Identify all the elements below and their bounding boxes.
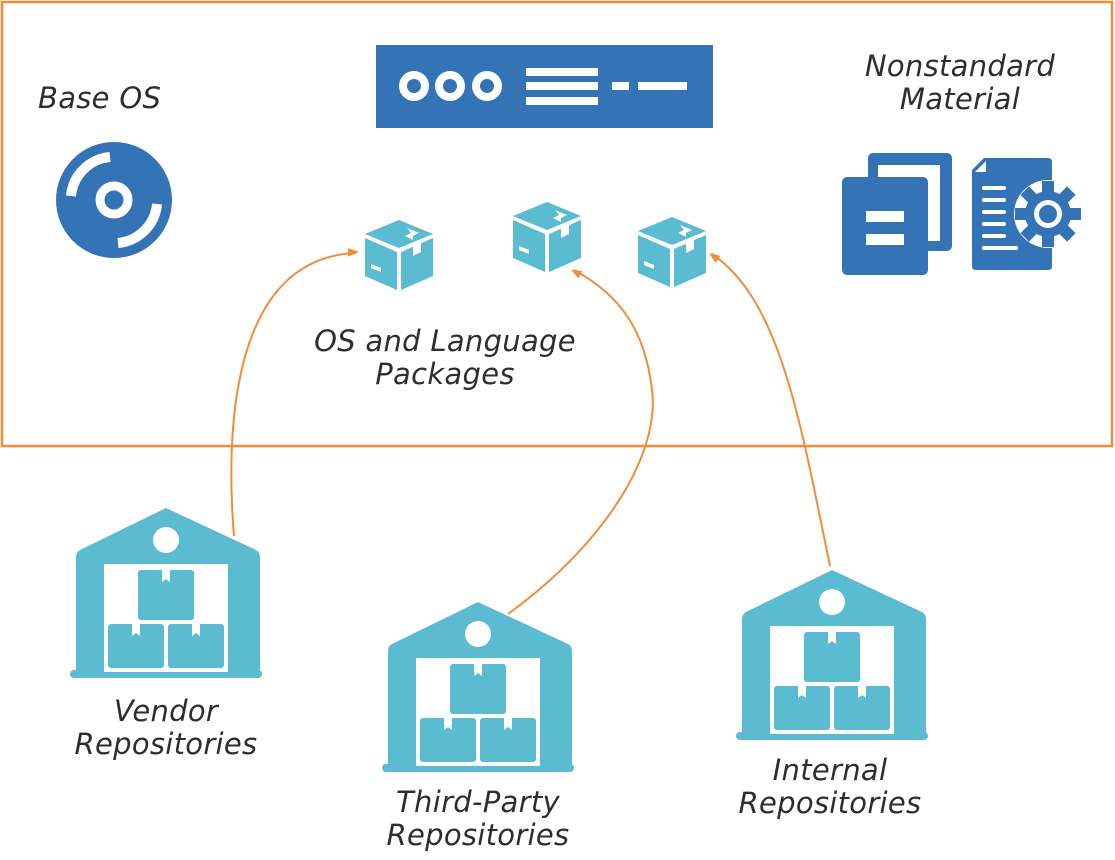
internal-repositories-label: Internal Repositories bbox=[720, 754, 940, 820]
nonstandard-label-line1: Nonstandard bbox=[864, 49, 1056, 83]
package-box-icon bbox=[365, 220, 433, 290]
arrow-vendor-to-package bbox=[230, 253, 356, 537]
nonstandard-label-line2: Material bbox=[899, 82, 1021, 116]
packages-label-line2: Packages bbox=[375, 357, 515, 391]
internal-label-line1: Internal bbox=[772, 753, 888, 787]
third-party-label-line2: Repositories bbox=[386, 818, 570, 852]
vendor-repositories-label: Vendor Repositories bbox=[56, 695, 276, 761]
internal-label-line2: Repositories bbox=[738, 786, 922, 820]
copy-documents-icon bbox=[842, 153, 952, 275]
package-box-icon bbox=[513, 202, 581, 272]
base-os-label: Base OS bbox=[38, 82, 168, 115]
disc-icon bbox=[56, 142, 172, 258]
third-party-label-line1: Third-Party bbox=[396, 785, 560, 819]
nonstandard-material-label: Nonstandard Material bbox=[845, 50, 1075, 116]
document-settings-icon bbox=[972, 158, 1082, 270]
warehouse-icon bbox=[736, 570, 928, 740]
packages-label-line1: OS and Language bbox=[314, 324, 576, 358]
vendor-label-line1: Vendor bbox=[113, 694, 219, 728]
container-border bbox=[0, 0, 1114, 448]
container-header-icon bbox=[376, 45, 713, 128]
arrow-third-party-to-package bbox=[507, 269, 654, 615]
vendor-label-line2: Repositories bbox=[74, 727, 258, 761]
base-os-label-text: Base OS bbox=[38, 81, 162, 115]
warehouse-icon bbox=[382, 602, 574, 772]
arrow-internal-to-package bbox=[712, 254, 831, 567]
third-party-repositories-label: Third-Party Repositories bbox=[368, 786, 588, 852]
package-box-icon bbox=[638, 217, 706, 287]
packages-label: OS and Language Packages bbox=[300, 325, 590, 391]
